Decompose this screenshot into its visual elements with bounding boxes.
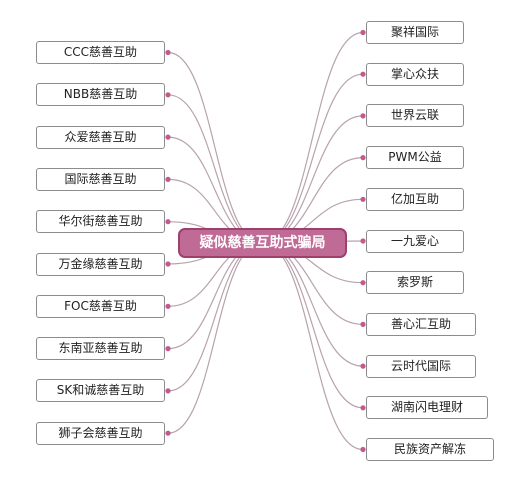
connector-dot-right-9 [360, 363, 366, 369]
left-node-1[interactable]: CCC慈善互助 [36, 41, 165, 64]
connector-dot-right-11 [360, 446, 366, 453]
central-topic[interactable]: 疑似慈善互助式骗局 [178, 228, 347, 258]
connector-dot-left-8 [165, 346, 171, 352]
connector-left-9 [167, 242, 263, 392]
right-node-7[interactable]: 索罗斯 [366, 271, 464, 295]
left-node-8[interactable]: 东南亚慈善互助 [36, 337, 165, 361]
left-node-4[interactable]: 国际慈善互助 [36, 167, 165, 191]
left-node-6[interactable]: 万金缘慈善互助 [36, 252, 165, 276]
connector-dot-left-6 [165, 261, 171, 267]
right-node-5[interactable]: 亿加互助 [366, 187, 464, 211]
connector-dot-left-2 [165, 92, 171, 98]
connector-dot-left-7 [165, 303, 171, 309]
right-node-9[interactable]: 云时代国际 [366, 354, 476, 378]
left-node-3[interactable]: 众爱慈善互助 [36, 125, 165, 149]
right-node-11[interactable]: 民族资产解冻 [366, 438, 494, 461]
connector-dot-right-6 [360, 238, 366, 244]
connector-dot-right-3 [360, 113, 366, 119]
right-node-10[interactable]: 湖南闪电理财 [366, 396, 488, 420]
connector-left-10 [167, 242, 263, 434]
right-node-4[interactable]: PWM公益 [366, 146, 464, 170]
connector-right-2 [261, 73, 364, 244]
connector-right-1 [261, 31, 364, 244]
connector-dot-left-5 [165, 219, 171, 225]
connector-dot-left-1 [165, 49, 171, 56]
right-node-1[interactable]: 聚祥国际 [366, 21, 464, 44]
connector-left-8 [167, 242, 263, 350]
connector-dot-left-4 [165, 176, 171, 182]
left-node-10[interactable]: 狮子会慈善互助 [36, 421, 165, 445]
connector-dot-right-10 [360, 405, 366, 411]
left-node-7[interactable]: FOC慈善互助 [36, 294, 165, 318]
connector-left-1 [167, 51, 263, 244]
right-node-6[interactable]: 一九爱心 [366, 229, 464, 253]
connector-dot-right-8 [360, 321, 366, 327]
left-node-9[interactable]: SK和诚慈善互助 [36, 379, 165, 403]
left-node-2[interactable]: NBB慈善互助 [36, 83, 165, 107]
connector-dot-right-5 [360, 196, 366, 202]
right-node-3[interactable]: 世界云联 [366, 104, 464, 128]
connector-dot-right-7 [360, 280, 366, 286]
connector-dot-left-9 [165, 388, 171, 394]
right-node-2[interactable]: 掌心众扶 [366, 62, 464, 86]
connector-right-10 [261, 242, 364, 409]
connector-dot-right-4 [360, 155, 366, 161]
connector-right-11 [261, 242, 364, 451]
connector-dot-left-10 [165, 430, 171, 436]
right-node-8[interactable]: 善心汇互助 [366, 312, 476, 336]
connector-dot-left-3 [165, 134, 171, 140]
connector-right-3 [261, 115, 364, 244]
left-node-5[interactable]: 华尔街慈善互助 [36, 210, 165, 234]
connector-left-2 [167, 94, 263, 244]
connector-dot-right-2 [360, 71, 366, 77]
connector-dot-right-1 [360, 29, 366, 36]
